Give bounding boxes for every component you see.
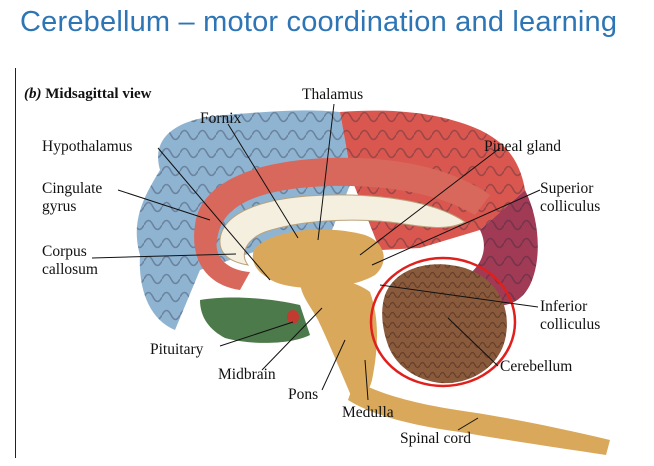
- cerebellum-highlight-circle: [369, 256, 517, 388]
- label-corpus-callosum-line2: callosum: [42, 261, 98, 278]
- thalamus: [252, 229, 384, 289]
- label-superior-colliculus-line2: colliculus: [540, 198, 601, 215]
- label-midbrain: Midbrain: [218, 366, 276, 383]
- spinal-cord: [348, 380, 610, 455]
- panel-label: (b) Midsagittal view: [24, 86, 152, 103]
- corpus-callosum: [219, 194, 466, 266]
- label-pons: Pons: [288, 386, 319, 403]
- label-medulla: Medulla: [342, 404, 394, 421]
- label-cerebellum: Cerebellum: [500, 358, 573, 375]
- label-pituitary: Pituitary: [150, 341, 204, 358]
- cingulate-gyrus: [194, 157, 490, 290]
- label-thalamus: Thalamus: [302, 86, 364, 103]
- label-cingulate-gyrus-line1: Cingulate: [42, 180, 103, 197]
- label-pineal-gland: Pineal gland: [484, 138, 562, 155]
- label-superior-colliculus-line1: Superior: [540, 180, 594, 197]
- label-inferior-colliculus-line2: colliculus: [540, 316, 601, 333]
- pituitary: [287, 310, 299, 324]
- panel-letter: (b): [24, 86, 42, 102]
- label-inferior-colliculus-line1: Inferior: [540, 298, 588, 315]
- panel-title: Midsagittal view: [45, 86, 152, 102]
- brainstem: [300, 278, 377, 401]
- slide-title: Cerebellum – motor coordination and lear…: [20, 6, 618, 38]
- temporal-lobe: [200, 297, 310, 343]
- figure-left-border: [15, 68, 16, 458]
- label-spinal-cord: Spinal cord: [400, 430, 472, 447]
- label-hypothalamus: Hypothalamus: [42, 138, 133, 155]
- label-fornix: Fornix: [200, 110, 242, 127]
- label-corpus-callosum-line1: Corpus: [42, 243, 87, 260]
- label-cingulate-gyrus-line2: gyrus: [42, 198, 77, 215]
